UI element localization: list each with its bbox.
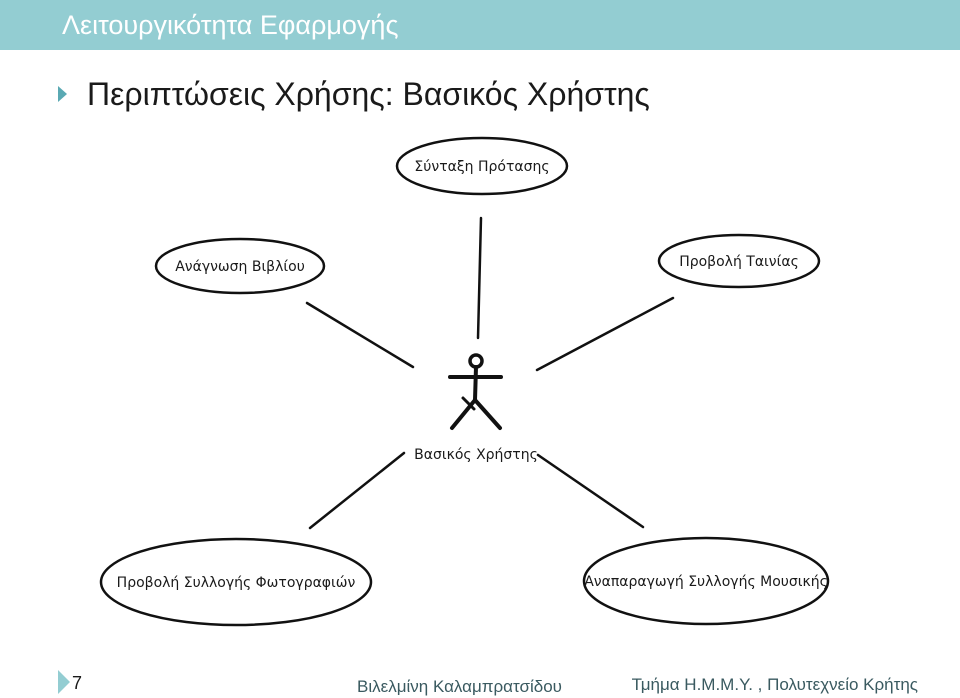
connector-line <box>535 296 675 372</box>
use-case-label: Ανάγνωση Βιβλίου <box>175 259 305 275</box>
use-case-label: Αναπαραγωγή Συλλογής Μουσικής <box>584 574 828 590</box>
connector-line <box>476 216 483 340</box>
bullet-line: Περιπτώσεις Χρήσης: Βασικός Χρήστης <box>58 74 650 114</box>
page-title: Λειτουργικότητα Εφαρμογής <box>62 10 399 40</box>
use-case-label: Προβολή Ταινίας <box>679 254 799 270</box>
connector-line <box>536 453 645 529</box>
bullet-arrow-icon <box>58 86 67 102</box>
connector-line <box>305 301 415 369</box>
use-case-ellipse <box>657 233 821 289</box>
use-case-label: Προβολή Συλλογής Φωτογραφιών <box>117 575 356 591</box>
use-case-view-photo-collection: Προβολή Συλλογής Φωτογραφιών <box>99 537 373 627</box>
page-number: 7 <box>72 673 83 693</box>
footer-department: Τμήμα Η.Μ.Μ.Υ. , Πολυτεχνείο Κρήτης <box>631 675 918 694</box>
use-case-label: Σύνταξη Πρότασης <box>414 159 549 175</box>
use-case-ellipse <box>99 537 373 627</box>
use-case-read-book: Ανάγνωση Βιβλίου <box>154 237 326 295</box>
use-case-ellipse <box>582 536 830 626</box>
footer-accent-icon <box>58 670 70 694</box>
connector-line <box>308 451 406 530</box>
use-case-watch-movie: Προβολή Ταινίας <box>657 233 821 289</box>
actor-label: Βασικός Χρήστης <box>414 447 538 463</box>
use-case-ellipse <box>154 237 326 295</box>
footer-author: Βιλελμίνη Καλαμπρατσίδου <box>357 677 562 696</box>
use-case-compose-sentence: Σύνταξη Πρότασης <box>395 136 569 196</box>
use-case-play-music-collection: Αναπαραγωγή Συλλογής Μουσικής <box>582 536 830 626</box>
stick-figure-icon <box>448 353 503 430</box>
use-case-ellipse <box>395 136 569 196</box>
title-bar <box>0 0 960 50</box>
bullet-text: Περιπτώσεις Χρήσης: Βασικός Χρήστης <box>87 76 650 112</box>
